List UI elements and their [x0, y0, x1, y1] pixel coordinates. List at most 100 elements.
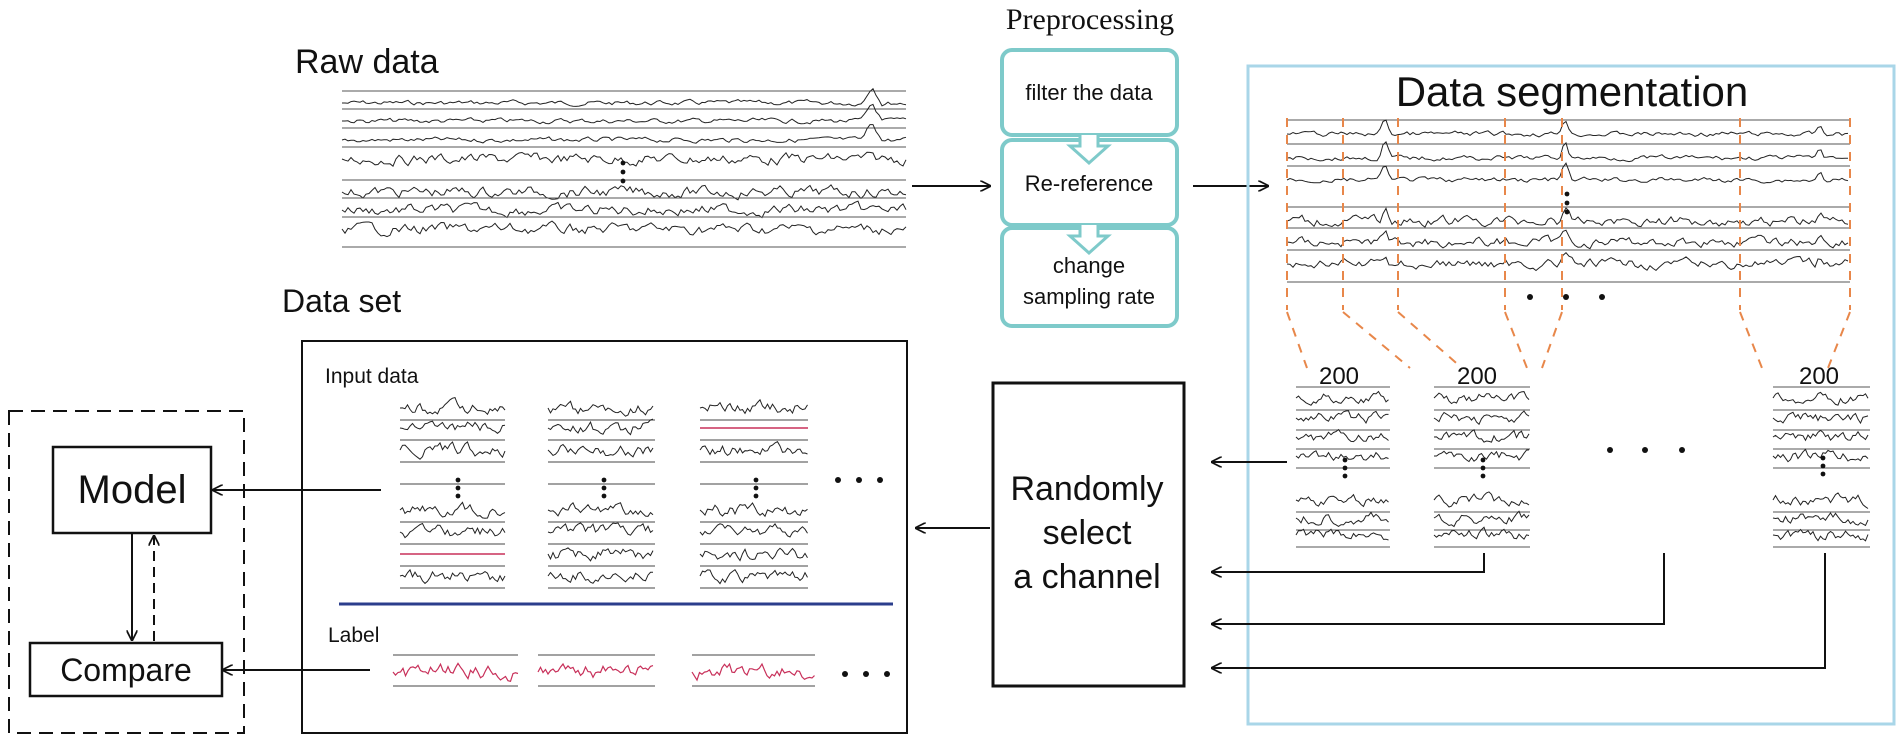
input-trace — [547, 443, 654, 458]
input-trace — [399, 397, 506, 416]
segment-1-length: 200 — [1319, 363, 1359, 390]
segment-3-ellipsis — [1820, 455, 1826, 477]
preprocess-down-arrow-2 — [1066, 225, 1112, 256]
input-col-3-ellipsis — [753, 477, 759, 499]
segment-column-trace — [1433, 491, 1530, 508]
segment-column-trace — [1295, 511, 1389, 527]
segment-column-trace — [1433, 510, 1530, 528]
segment-column-trace — [1772, 492, 1869, 509]
input-trace — [699, 568, 808, 585]
input-data-ellipsis — [835, 477, 883, 483]
input-trace — [399, 441, 506, 460]
segment-2-length: 200 — [1457, 363, 1497, 390]
random-select-line2: select — [1043, 514, 1132, 552]
input-trace — [699, 502, 808, 518]
dataset-title: Data set — [282, 283, 401, 319]
segment-trace — [1286, 251, 1849, 272]
label-section-label: Label — [328, 624, 379, 647]
random-select-box — [991, 381, 1186, 688]
window-connector — [1504, 311, 1528, 369]
segmentation-ellipsis-vertical — [1564, 191, 1570, 215]
label-ellipsis — [842, 671, 890, 677]
label-trace — [537, 662, 654, 679]
input-trace — [399, 420, 506, 434]
model-box — [51, 445, 213, 535]
segment-column-trace — [1295, 528, 1389, 541]
segmentation-traces — [1286, 119, 1850, 283]
segment-trace — [1286, 141, 1848, 163]
segment-2-to-select-arrow — [1212, 553, 1485, 572]
segment-column-trace — [1433, 410, 1530, 426]
preprocess-step-rereference-label: Re-reference — [1025, 171, 1153, 196]
preprocess-step-filter-label: filter the data — [1025, 80, 1153, 105]
label-trace — [691, 662, 815, 682]
segmentation-window-markers — [1286, 118, 1851, 369]
segment-column-trace — [1295, 493, 1389, 508]
segments-ellipsis — [1607, 447, 1685, 453]
segment-2-ellipsis — [1480, 457, 1486, 479]
input-trace — [399, 568, 506, 585]
segmentation-panel — [1246, 64, 1896, 726]
random-select-line1: Randomly — [1010, 470, 1163, 508]
window-connector — [1739, 311, 1763, 369]
segment-column-trace — [1433, 526, 1530, 540]
label-trace — [392, 662, 519, 683]
training-loop-frame — [8, 410, 245, 734]
input-col-2-ellipsis — [601, 477, 607, 499]
segment-column-trace — [1295, 410, 1389, 425]
input-trace — [547, 418, 654, 436]
segment-column-trace — [1433, 391, 1530, 405]
segment-1-ellipsis — [1342, 457, 1348, 479]
input-data-samples — [399, 397, 808, 589]
window-connector — [1541, 311, 1563, 369]
raw-data-traces — [341, 87, 907, 248]
input-data-label: Input data — [325, 365, 419, 388]
segment-trace — [1286, 162, 1849, 184]
segment-column-trace — [1772, 411, 1869, 425]
input-trace — [547, 571, 654, 584]
segment-column-trace — [1295, 450, 1389, 462]
preprocess-step-resample-line2: sampling rate — [1023, 284, 1155, 309]
compare-label: Compare — [60, 652, 192, 688]
raw-data-ellipsis — [620, 160, 626, 184]
window-connector — [1286, 311, 1308, 369]
segment-column-trace — [1295, 428, 1389, 443]
raw-trace — [341, 220, 907, 238]
segment-column-trace — [1434, 449, 1530, 463]
segmentation-ellipsis-horizontal — [1527, 294, 1605, 300]
compare-box — [28, 641, 224, 698]
segment-columns — [1295, 386, 1870, 548]
model-label: Model — [78, 468, 187, 512]
raw-data-title: Raw data — [295, 43, 439, 81]
segment-column-trace — [1772, 512, 1869, 527]
segment-3-length: 200 — [1799, 363, 1839, 390]
segment-column-trace — [1772, 391, 1869, 406]
random-select-line3: a channel — [1013, 558, 1160, 596]
segment-column-trace — [1772, 528, 1869, 542]
segment-more-to-select-arrow — [1212, 553, 1665, 624]
segment-3-to-select-arrow — [1212, 553, 1826, 668]
preprocess-down-arrow-1 — [1066, 135, 1112, 166]
raw-trace — [342, 103, 907, 125]
input-trace — [699, 523, 808, 538]
preprocess-step-resample: change sampling rate — [1000, 226, 1179, 328]
segment-column-trace — [1772, 448, 1869, 463]
input-trace — [699, 547, 808, 562]
input-trace — [699, 398, 808, 415]
segmentation-title: Data segmentation — [1396, 68, 1749, 115]
input-trace — [399, 501, 506, 519]
input-trace — [399, 522, 506, 539]
window-connector — [1342, 311, 1411, 369]
input-col-1-ellipsis — [455, 477, 461, 499]
preprocess-step-resample-line1: change — [1053, 253, 1125, 278]
input-trace — [547, 522, 654, 536]
raw-trace — [342, 87, 907, 107]
label-samples — [392, 654, 815, 687]
input-trace — [547, 547, 654, 562]
segment-column-trace — [1295, 390, 1389, 406]
segment-column-trace — [1433, 429, 1530, 443]
preprocess-step-filter: filter the data — [1000, 48, 1179, 137]
raw-trace — [341, 200, 907, 219]
raw-trace — [341, 184, 907, 201]
segment-trace — [1286, 207, 1849, 228]
